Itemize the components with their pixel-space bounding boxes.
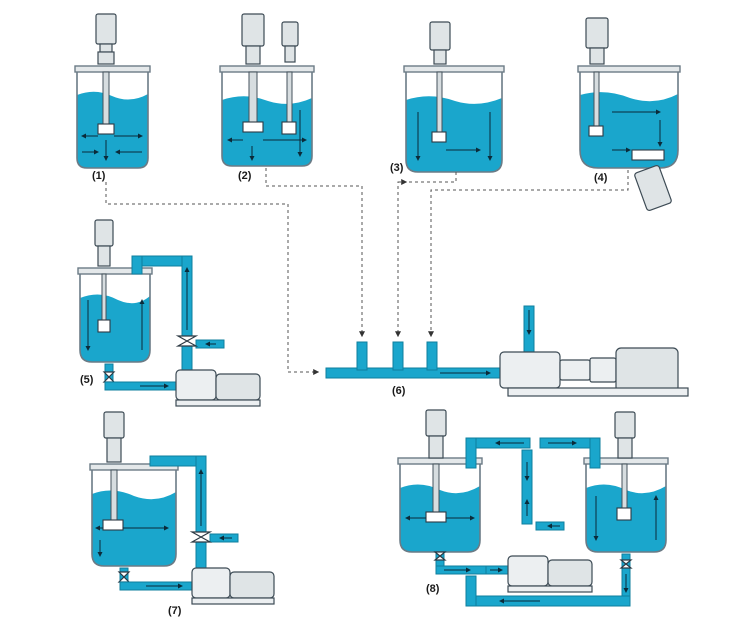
inline-motor-icon xyxy=(615,347,679,393)
tank-1-rotor-stator-icon xyxy=(97,123,115,135)
tank-1-lid xyxy=(74,65,151,73)
system-8-two-tank-loop: (8) xyxy=(397,409,669,607)
tank-2-motor-icon xyxy=(241,13,265,47)
tank-5-pump-icon xyxy=(175,369,217,401)
label-7: (7) xyxy=(168,605,182,617)
tank-7-recirculation-mixer: (7) xyxy=(89,411,275,617)
tank-1-batch-mixer: (1) xyxy=(74,13,151,182)
tank-8-pump-icon xyxy=(507,555,549,587)
tank-7-pump-icon xyxy=(191,567,231,599)
tank-3-mixer: (3) xyxy=(390,21,505,174)
label-2: (2) xyxy=(238,170,252,182)
label-6: (6) xyxy=(392,385,406,397)
label-8: (8) xyxy=(426,583,440,595)
tank-2-mixer-with-anchor: (2) xyxy=(219,13,315,182)
inline-manifold-6: (6) xyxy=(325,305,689,397)
tank-4-top-motor-icon xyxy=(585,17,609,49)
tank-5-valve-icon xyxy=(175,335,199,347)
tank-1-motor-icon xyxy=(95,13,117,45)
tank-5-recirculation: (5) xyxy=(77,219,261,407)
label-1: (1) xyxy=(92,170,106,182)
label-4: (4) xyxy=(594,172,608,184)
dashed-connectors xyxy=(105,168,629,375)
inline-mixer-pump-icon xyxy=(499,351,561,389)
tank-4-bottom-motor-icon xyxy=(634,165,672,211)
tank-3-motor-icon xyxy=(429,21,451,51)
tank-4-bottom-rotor-icon xyxy=(631,149,665,161)
tank-2-secondary-motor-icon xyxy=(281,21,299,47)
tank-4-bottom-mounted-mixer: (4) xyxy=(577,17,681,211)
label-5: (5) xyxy=(80,374,94,386)
label-3: (3) xyxy=(390,162,404,174)
tank-8a-motor-icon xyxy=(425,409,447,437)
tank-7-rotor-stator-icon xyxy=(102,519,124,531)
tank-5-motor-icon xyxy=(94,219,114,247)
tank-7-motor-icon xyxy=(103,411,125,439)
tank-8b-motor-icon xyxy=(614,411,636,439)
